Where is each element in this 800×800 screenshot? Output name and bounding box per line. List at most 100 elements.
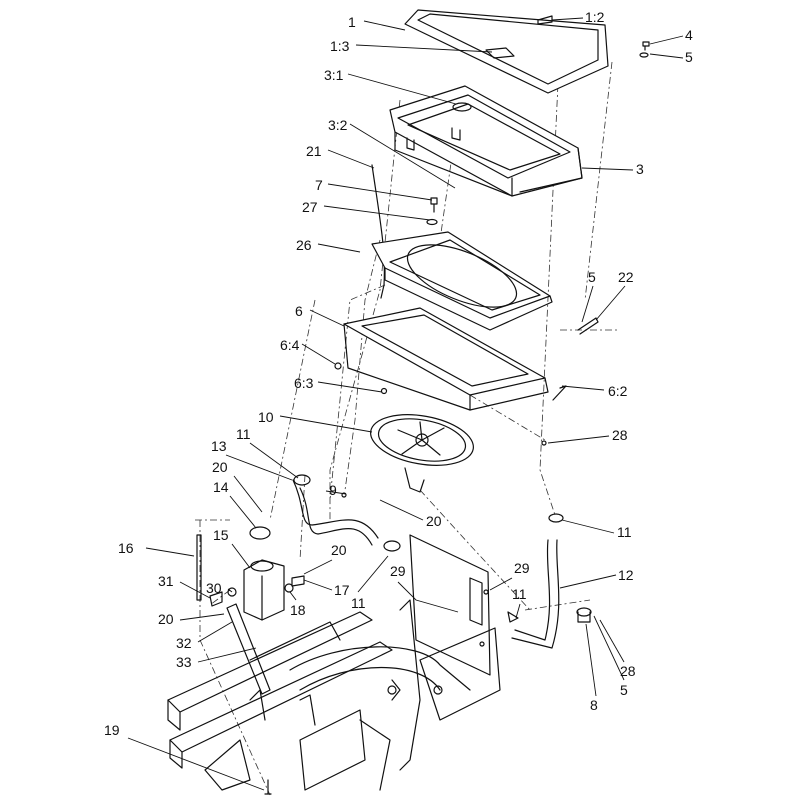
callout-leader <box>581 285 594 323</box>
fitting-17 <box>291 575 305 587</box>
callout-leader <box>127 737 265 791</box>
callout-leader <box>325 490 347 495</box>
callout-label: 1:3 <box>330 38 350 54</box>
callout-label: 22 <box>618 269 634 285</box>
callout-label: 26 <box>296 237 312 253</box>
callout-label: 9 <box>329 482 337 498</box>
hose-clamp-11-b <box>383 540 401 552</box>
bolt-4 <box>642 41 650 51</box>
fan-shroud <box>371 231 553 331</box>
callout-leader <box>561 385 605 391</box>
callout-label: 12 <box>618 567 634 583</box>
callout-label: 11 <box>351 595 366 611</box>
callout-leader <box>585 623 597 697</box>
callout-label: 20 <box>212 459 228 475</box>
callout-leader <box>303 559 333 575</box>
callout-label: 20 <box>158 611 174 627</box>
callout-label: 30 <box>206 580 222 596</box>
callout-label: 5 <box>620 682 628 698</box>
callout-leader <box>349 123 456 189</box>
callout-leader <box>581 167 634 171</box>
washer-27 <box>426 218 438 226</box>
callout-leader <box>317 381 383 393</box>
callout-leader <box>397 581 459 613</box>
callout-leader <box>197 647 257 663</box>
support-rod <box>196 534 202 601</box>
hose-clamp-11-d <box>507 611 519 623</box>
callout-label: 29 <box>514 560 530 576</box>
callout-label: 31 <box>158 573 174 589</box>
callout-label: 17 <box>334 582 350 598</box>
callout-label: 6:4 <box>280 337 300 353</box>
callout-leader <box>363 20 406 31</box>
callout-label: 28 <box>620 663 636 679</box>
callout-leader <box>347 73 457 105</box>
callout-label: 5 <box>685 49 693 65</box>
callout-label: 3 <box>636 161 644 177</box>
callout-label: 3:1 <box>324 67 344 83</box>
reservoir-tank <box>389 85 583 197</box>
screw-9 <box>341 492 347 498</box>
callout-leader <box>323 205 431 221</box>
mount-plate <box>409 534 491 676</box>
callout-leader <box>559 574 617 589</box>
callout-label: 3:2 <box>328 117 348 133</box>
bolt-22 <box>577 317 599 335</box>
callout-leader <box>227 588 233 593</box>
callout-label: 16 <box>118 540 134 556</box>
callout-label: 20 <box>426 513 442 529</box>
lower-hose <box>511 539 560 649</box>
washer-5-upper <box>639 52 649 58</box>
callout-leader <box>279 415 373 433</box>
fitting-30 <box>227 587 237 597</box>
callout-leader <box>197 621 233 643</box>
callout-label: 32 <box>176 635 192 651</box>
callout-leader <box>355 44 493 53</box>
callout-label: 4 <box>685 27 693 43</box>
callout-label: 15 <box>213 527 229 543</box>
hose-clamp-11-c <box>548 513 564 523</box>
callout-leader <box>489 577 513 591</box>
callout-label: 19 <box>104 722 120 738</box>
callout-label: 6 <box>295 303 303 319</box>
callout-leader <box>145 547 195 557</box>
callout-leader <box>233 475 263 513</box>
callout-label: 6:2 <box>608 383 628 399</box>
callout-leader <box>231 543 251 569</box>
callout-label: 7 <box>315 177 323 193</box>
overflow-bottle <box>243 559 285 621</box>
callout-leader <box>561 519 615 534</box>
callout-leader <box>551 17 584 21</box>
callout-label: 8 <box>590 697 598 713</box>
callout-leader <box>593 615 625 681</box>
screw-7 <box>430 197 438 213</box>
electric-fan <box>370 414 474 493</box>
callout-label: 1:2 <box>585 9 605 25</box>
callout-label: 33 <box>176 654 192 670</box>
callout-label: 18 <box>290 602 306 618</box>
callout-label: 10 <box>258 409 274 425</box>
callout-label: 20 <box>331 542 347 558</box>
grommet-8 <box>576 607 592 623</box>
fitting-18 <box>284 583 294 593</box>
callout-leader <box>225 454 293 481</box>
callout-label: 6:3 <box>294 375 314 391</box>
bottle-cap <box>249 526 271 540</box>
callout-label: 29 <box>390 563 406 579</box>
callout-leader <box>303 579 333 591</box>
callout-leader <box>327 149 375 169</box>
callout-leader <box>309 309 345 327</box>
callout-leader <box>301 343 336 365</box>
top-cover <box>404 9 609 94</box>
callout-leader <box>595 285 626 321</box>
callout-label: 28 <box>612 427 628 443</box>
callout-label: 27 <box>302 199 318 215</box>
callout-label: 1 <box>348 14 356 30</box>
mounting-frame <box>334 307 567 411</box>
callout-leader <box>547 435 610 444</box>
hose-clamp-11-a <box>293 474 311 486</box>
callout-leader <box>179 613 225 621</box>
nut-28-upper <box>541 440 547 446</box>
callout-leader <box>179 581 211 599</box>
